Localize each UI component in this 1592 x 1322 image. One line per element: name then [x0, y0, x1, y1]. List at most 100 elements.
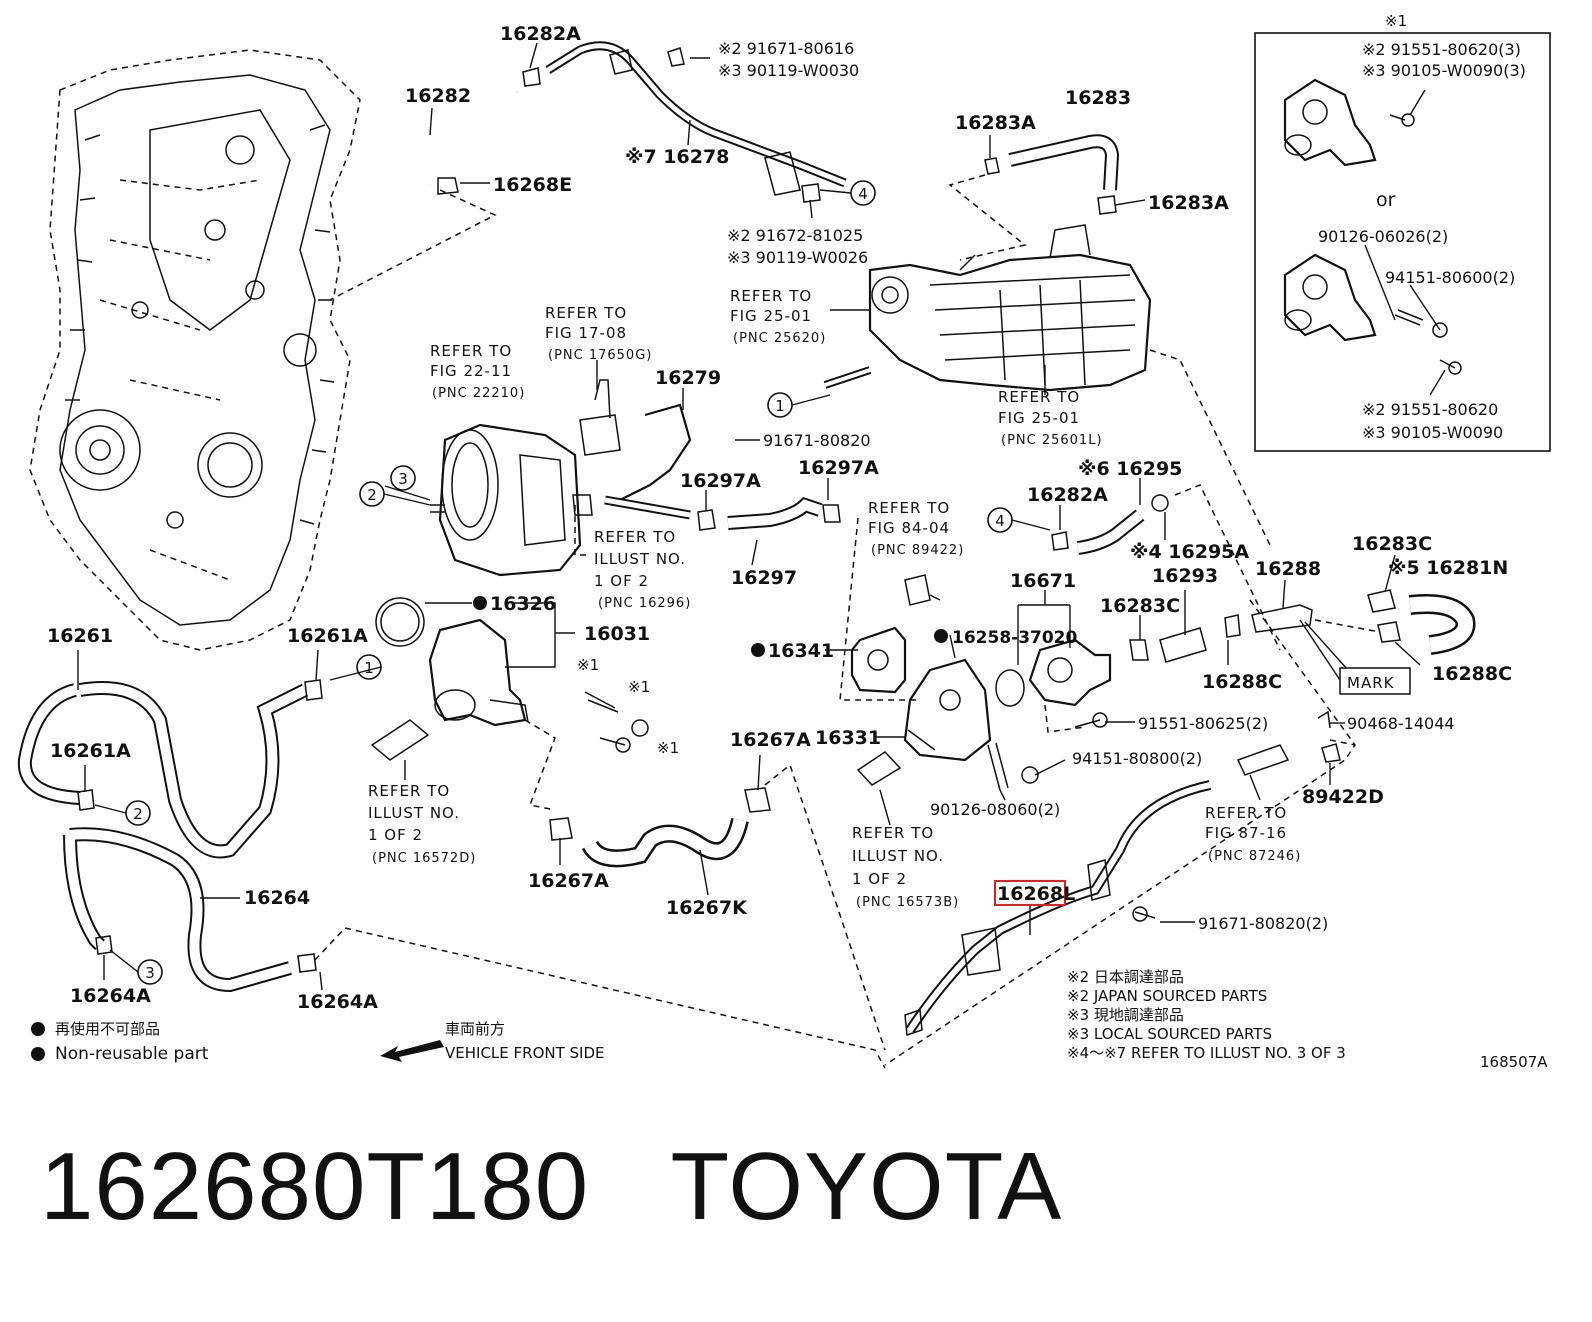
svg-text:※4～※7 REFER TO ILLUST NO. 3 O: ※4～※7 REFER TO ILLUST NO. 3 OF 3 — [1067, 1044, 1346, 1062]
legend: 再使用不可部品 Non-reusable part 車両前方 VEHICLE F… — [31, 1020, 605, 1064]
svg-text:FIG 25-01: FIG 25-01 — [998, 409, 1080, 427]
svg-text:REFER TO: REFER TO — [998, 388, 1080, 406]
leader-lines — [77, 42, 1446, 991]
ref-fig-17-08: REFER TO FIG 17-08 (PNC 17650G) — [545, 304, 651, 363]
dashed-guide — [839, 517, 920, 701]
svg-text:※2 日本調達部品: ※2 日本調達部品 — [1067, 968, 1184, 986]
hose-16261 — [17, 679, 323, 859]
svg-text:※2 91551-80620(3): ※2 91551-80620(3) — [1362, 40, 1521, 59]
svg-text:1 OF 2: 1 OF 2 — [368, 826, 423, 844]
dashed-guide — [948, 174, 1027, 261]
svg-text:REFER TO: REFER TO — [545, 304, 627, 322]
gasket-16326 — [375, 597, 425, 647]
label-16282: 16282 — [405, 85, 471, 107]
svg-text:1: 1 — [775, 397, 785, 415]
label-16283A-b: 16283A — [1148, 192, 1229, 214]
thermostat-16671 — [995, 638, 1112, 707]
label-16261A-a: 16261A — [287, 625, 368, 647]
ref-circle-4a: 4 — [850, 180, 876, 206]
bolt-90126-08060: 90126-08060(2) — [930, 800, 1060, 819]
part-number-caption: 162680T180 TOYOTA — [40, 1133, 1063, 1240]
dashed-guide — [1329, 739, 1356, 746]
ref-illust-16296: REFER TO ILLUST NO. 1 OF 2 (PNC 16296) — [594, 528, 690, 611]
svg-text:(PNC 89422): (PNC 89422) — [871, 543, 964, 558]
svg-text:※2 JAPAN SOURCED PARTS: ※2 JAPAN SOURCED PARTS — [1067, 987, 1267, 1005]
ref-illust-16573B: REFER TO ILLUST NO. 1 OF 2 (PNC 16573B) — [852, 824, 958, 910]
dashed-guide — [884, 599, 1356, 1066]
label-16295A: ※4 16295A — [1130, 541, 1249, 563]
hose-16283 — [984, 134, 1120, 215]
bolt-91671-80820: 91671-80820 — [763, 431, 871, 450]
bolt-90119-w0026: ※3 90119-W0026 — [727, 248, 868, 267]
highlight-box — [994, 880, 1066, 906]
dashed-guide — [764, 763, 886, 1051]
ref-circle-4b: 4 — [987, 507, 1013, 533]
label-16293: 16293 — [1152, 565, 1218, 587]
svg-text:REFER TO: REFER TO — [852, 824, 934, 842]
svg-text:90126-06026(2): 90126-06026(2) — [1318, 227, 1448, 246]
pipe-short — [572, 494, 691, 520]
label-16281N: ※5 16281N — [1388, 557, 1508, 579]
arrow-left-icon — [380, 1040, 444, 1062]
dashed-guide — [574, 505, 590, 556]
svg-text:※3 現地調達部品: ※3 現地調達部品 — [1067, 1006, 1184, 1024]
label-16288: 16288 — [1255, 558, 1321, 580]
svg-text:※3 90105-W0090(3): ※3 90105-W0090(3) — [1362, 61, 1526, 80]
svg-text:FIG 17-08: FIG 17-08 — [545, 324, 627, 342]
dashed-guide — [1314, 619, 1381, 633]
mark1-a: ※1 — [577, 656, 599, 674]
dashed-guide — [1149, 349, 1271, 546]
label-16267A-b: 16267A — [528, 870, 609, 892]
label-16295: ※6 16295 — [1078, 458, 1182, 480]
label-16268E: 16268E — [493, 174, 572, 196]
ref-circle-3b: 3 — [137, 959, 163, 985]
bolt-91671-80820-2: 91671-80820(2) — [1198, 914, 1328, 933]
label-16326: 16326 — [490, 593, 556, 615]
label-16264A-b: 16264A — [297, 991, 378, 1013]
mark1-c: ※1 — [657, 739, 679, 757]
svg-text:(PNC 25620): (PNC 25620) — [733, 331, 826, 346]
svg-text:FIG 84-04: FIG 84-04 — [868, 519, 950, 537]
ref-circle-1b: 1 — [356, 654, 382, 680]
pipe-16278 — [522, 41, 847, 203]
figure-id: 168507A — [1480, 1053, 1548, 1071]
gasket-16341 — [850, 626, 907, 694]
label-16264A-a: 16264A — [70, 985, 151, 1007]
bolt-90119-w0030: ※3 90119-W0030 — [718, 61, 859, 80]
throttle-body — [430, 423, 582, 577]
svg-text:2: 2 — [133, 805, 143, 823]
svg-text:3: 3 — [398, 470, 408, 488]
sensor-89422 — [904, 574, 941, 606]
label-16282A-b: 16282A — [1027, 484, 1108, 506]
svg-text:1: 1 — [364, 659, 374, 677]
label-16268L: 16268L — [997, 883, 1075, 905]
ref-fig-25-01a: REFER TO FIG 25-01 (PNC 25620) — [730, 287, 826, 346]
ref-fig-22-11: REFER TO FIG 22-11 (PNC 22210) — [430, 342, 525, 401]
pipe-16288 — [1224, 604, 1349, 681]
label-16267K: 16267K — [666, 897, 748, 919]
label-16279: 16279 — [655, 367, 721, 389]
ref-fig-25-01b: REFER TO FIG 25-01 (PNC 25601L) — [998, 388, 1103, 448]
hose-ref-87 — [1236, 744, 1290, 776]
label-16283C-b: 16283C — [1352, 533, 1432, 555]
ref-illust-16572D: REFER TO ILLUST NO. 1 OF 2 (PNC 16572D) — [368, 782, 475, 866]
dashed-guide — [1044, 704, 1086, 733]
svg-text:(PNC 22210): (PNC 22210) — [432, 386, 525, 401]
nonreusable-dot — [934, 629, 948, 643]
part-labels: 16282A 16282 16268E ※7 16278 ※2 91671-80… — [47, 23, 1512, 1013]
bolt-91672-81025: ※2 91672-81025 — [727, 226, 863, 245]
svg-text:or: or — [1376, 189, 1396, 211]
svg-text:※1: ※1 — [1385, 12, 1407, 30]
label-16278: ※7 16278 — [625, 146, 729, 168]
svg-text:FIG 87-16: FIG 87-16 — [1205, 824, 1287, 842]
label-16267A-a: 16267A — [730, 729, 811, 751]
bolts-mark1 — [584, 691, 649, 753]
hose-16297 — [697, 496, 841, 531]
svg-text:Non-reusable part: Non-reusable part — [55, 1044, 209, 1064]
svg-text:(PNC 25601L): (PNC 25601L) — [1001, 433, 1103, 448]
engine-cover — [29, 49, 361, 651]
label-16261: 16261 — [47, 625, 113, 647]
hose-16267K — [549, 787, 771, 868]
svg-text:3: 3 — [145, 964, 155, 982]
svg-text:車両前方: 車両前方 — [445, 1020, 505, 1038]
